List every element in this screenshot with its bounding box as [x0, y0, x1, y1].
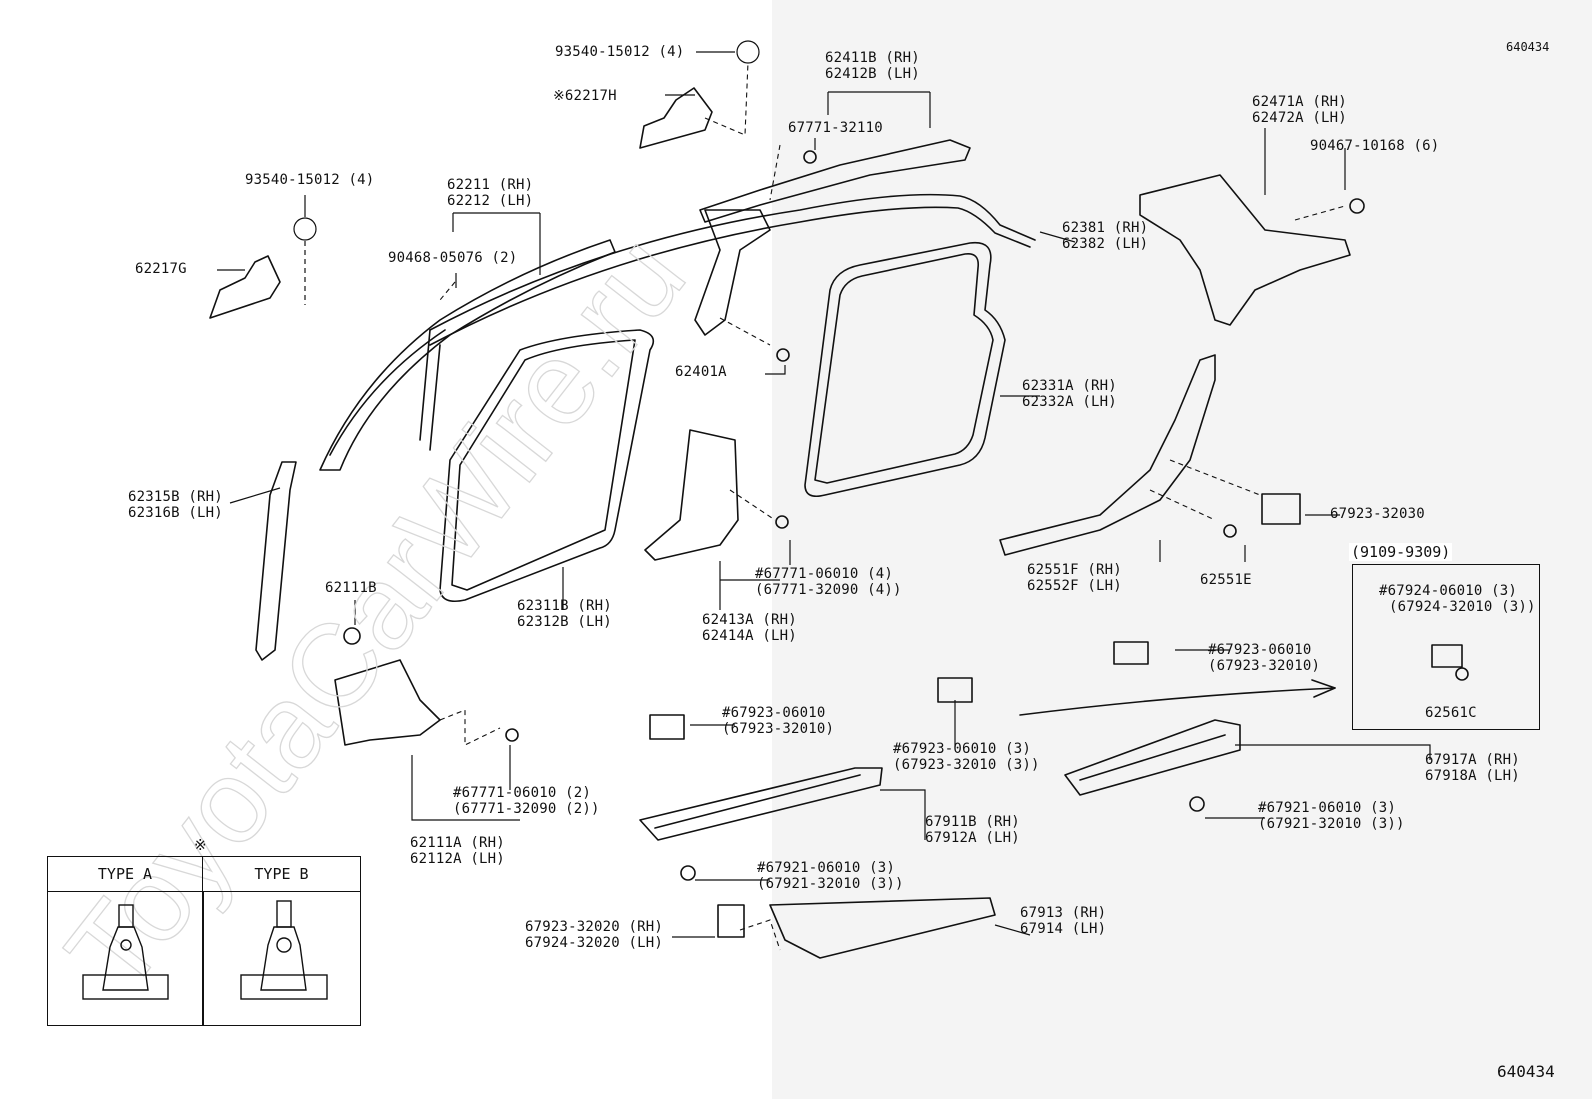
clip-67923-32020 [717, 904, 745, 938]
label-62381: 62381 (RH)62382 (LH) [1062, 220, 1149, 252]
label-93540-15012-left: 93540-15012 (4) [245, 172, 375, 188]
variant-line-2: (67924-32010 (3)) [1389, 599, 1536, 615]
label-62217G: 62217G [135, 261, 187, 277]
right-panel-background [772, 0, 1592, 1099]
label-62217H: ※62217H [553, 88, 617, 104]
clip-67921-m [680, 865, 696, 881]
clip-67923-32030 [1261, 493, 1301, 525]
type-a-heading: TYPE A [48, 857, 203, 892]
label-67771-06010-4: #67771-06010 (4)(67771-32090 (4)) [755, 566, 902, 598]
clip-67771 [803, 150, 817, 164]
part-62413A-pillar [644, 429, 739, 561]
type-b-heading: TYPE B [203, 857, 360, 892]
type-legend-divider [202, 891, 204, 1025]
label-67913: 67913 (RH)67914 (LH) [1020, 905, 1107, 937]
label-93540-15012-top: 93540-15012 (4) [555, 44, 685, 60]
clip-62561C [1455, 667, 1469, 681]
part-62411B-rail [699, 139, 971, 223]
corner-number: 640434 [1506, 40, 1550, 54]
clip-67771-2 [505, 728, 519, 742]
label-67917A: 67917A (RH)67918A (LH) [1425, 752, 1520, 784]
part-62211-pillar [319, 239, 616, 471]
type-b-bracket [260, 926, 307, 991]
label-62551F: 62551F (RH)62552F (LH) [1027, 562, 1122, 594]
label-62111B: 62111B [325, 580, 377, 596]
clip-67923-3 [937, 677, 973, 703]
label-67923-06010-3: #67923-06010 (3)(67923-32010 (3)) [893, 741, 1040, 773]
type-illustrations [82, 900, 328, 1000]
part-62111A-kick [334, 659, 441, 746]
part-62311B-weatherstrip [439, 329, 655, 603]
type-legend: TYPE A TYPE B [47, 856, 361, 1026]
part-67917A-scuff [1064, 719, 1241, 796]
type-legend-marker: ※ [194, 837, 207, 854]
part-62401-pillar [694, 209, 771, 336]
part-62315B-trim [255, 461, 297, 661]
label-67921-06010-m: #67921-06010 (3)(67921-32010 (3)) [757, 860, 904, 892]
variant-box: #67924-06010 (3) (67924-32010 (3)) 62561… [1352, 564, 1540, 730]
clip-67921-r [1189, 796, 1205, 812]
label-67923-32020: 67923-32020 (RH)67924-32020 (LH) [525, 919, 664, 951]
label-67771-06010-2: #67771-06010 (2)(67771-32090 (2)) [453, 785, 600, 817]
clip-62111B [343, 627, 361, 645]
label-62111A: 62111A (RH)62112A (LH) [410, 835, 505, 867]
clip-90467 [1349, 198, 1365, 214]
label-62331A: 62331A (RH)62332A (LH) [1022, 378, 1117, 410]
label-67771-32110: 67771-32110 [788, 120, 883, 136]
clip-67771-06010 [775, 515, 789, 529]
direction-arrow [1019, 687, 1336, 716]
label-90468-05076: 90468-05076 (2) [388, 250, 518, 266]
label-62311B: 62311B (RH)62312B (LH) [517, 598, 612, 630]
label-62401A: 62401A [675, 364, 727, 380]
figure-number: 640434 [1497, 1062, 1555, 1081]
clip-62551E [1223, 524, 1237, 538]
clip-67924 [1431, 644, 1463, 668]
part-62471A-panel [1139, 174, 1351, 326]
label-67923-32030: 67923-32030 [1330, 506, 1425, 522]
clip-67923-left [649, 714, 685, 740]
label-90467-10168: 90467-10168 (6) [1310, 138, 1440, 154]
variant-line-1: #67924-06010 (3) [1379, 583, 1518, 599]
part-67911B-scuff [639, 767, 883, 841]
variant-part: 62561C [1425, 705, 1477, 721]
label-62315B: 62315B (RH)62316B (LH) [128, 489, 223, 521]
part-62217H-bracket [639, 87, 713, 149]
label-67921-06010-r: #67921-06010 (3)(67921-32010 (3)) [1258, 800, 1405, 832]
label-67911B: 67911B (RH)67912A (LH) [925, 814, 1020, 846]
part-62551F-pillar [999, 354, 1216, 556]
part-62381-roof-rail [429, 193, 1036, 331]
part-62331A-weatherstrip [804, 241, 1006, 498]
type-a-bracket [102, 926, 149, 991]
label-67923-06010-mid: #67923-06010(67923-32010) [722, 705, 835, 737]
label-62413A: 62413A (RH)62414A (LH) [702, 612, 797, 644]
clip-62401A [776, 348, 790, 362]
label-62411B: 62411B (RH)62412B (LH) [825, 50, 920, 82]
label-62471A: 62471A (RH)62472A (LH) [1252, 94, 1347, 126]
variant-title: (9109-9309) [1349, 543, 1453, 561]
label-62551E: 62551E [1200, 572, 1252, 588]
label-62211: 62211 (RH)62212 (LH) [447, 177, 534, 209]
clip-67923-mid [1113, 641, 1149, 665]
part-67913-scuff [769, 897, 996, 959]
label-67923-06010-r: #67923-06010(67923-32010) [1208, 642, 1321, 674]
part-62217G-bracket [209, 255, 281, 319]
